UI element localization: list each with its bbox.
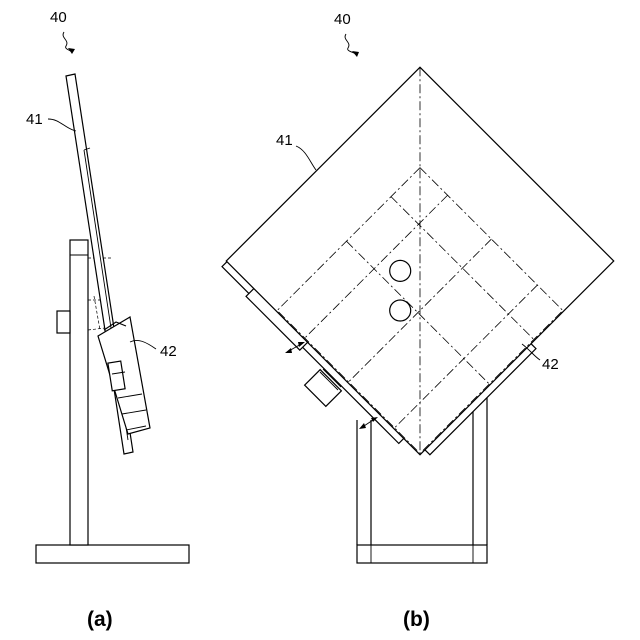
leader-41-b <box>296 146 316 170</box>
ref-arrow-40-b <box>345 34 359 57</box>
view-b-front: 40 41 42 (b) <box>218 11 618 631</box>
caption-b: (b) <box>403 608 430 631</box>
mount-assembly-a <box>98 317 150 434</box>
ref-40-b: 40 <box>334 11 351 28</box>
ref-40-a: 40 <box>50 9 67 26</box>
stand-column-a <box>70 240 88 545</box>
ref-41-b: 41 <box>276 132 293 149</box>
ref-42-a: 42 <box>160 343 177 360</box>
movement-arrow-lower <box>359 417 378 429</box>
ref-42-b: 42 <box>542 356 559 373</box>
leader-41-a <box>48 119 76 131</box>
tilt-knob-a <box>57 311 70 333</box>
ref-arrow-40-a <box>63 32 75 54</box>
view-a-side: 40 41 42 (a) <box>26 9 189 631</box>
caption-a: (a) <box>87 608 113 631</box>
stand-base-a <box>36 545 189 563</box>
ref-41-a: 41 <box>26 111 43 128</box>
